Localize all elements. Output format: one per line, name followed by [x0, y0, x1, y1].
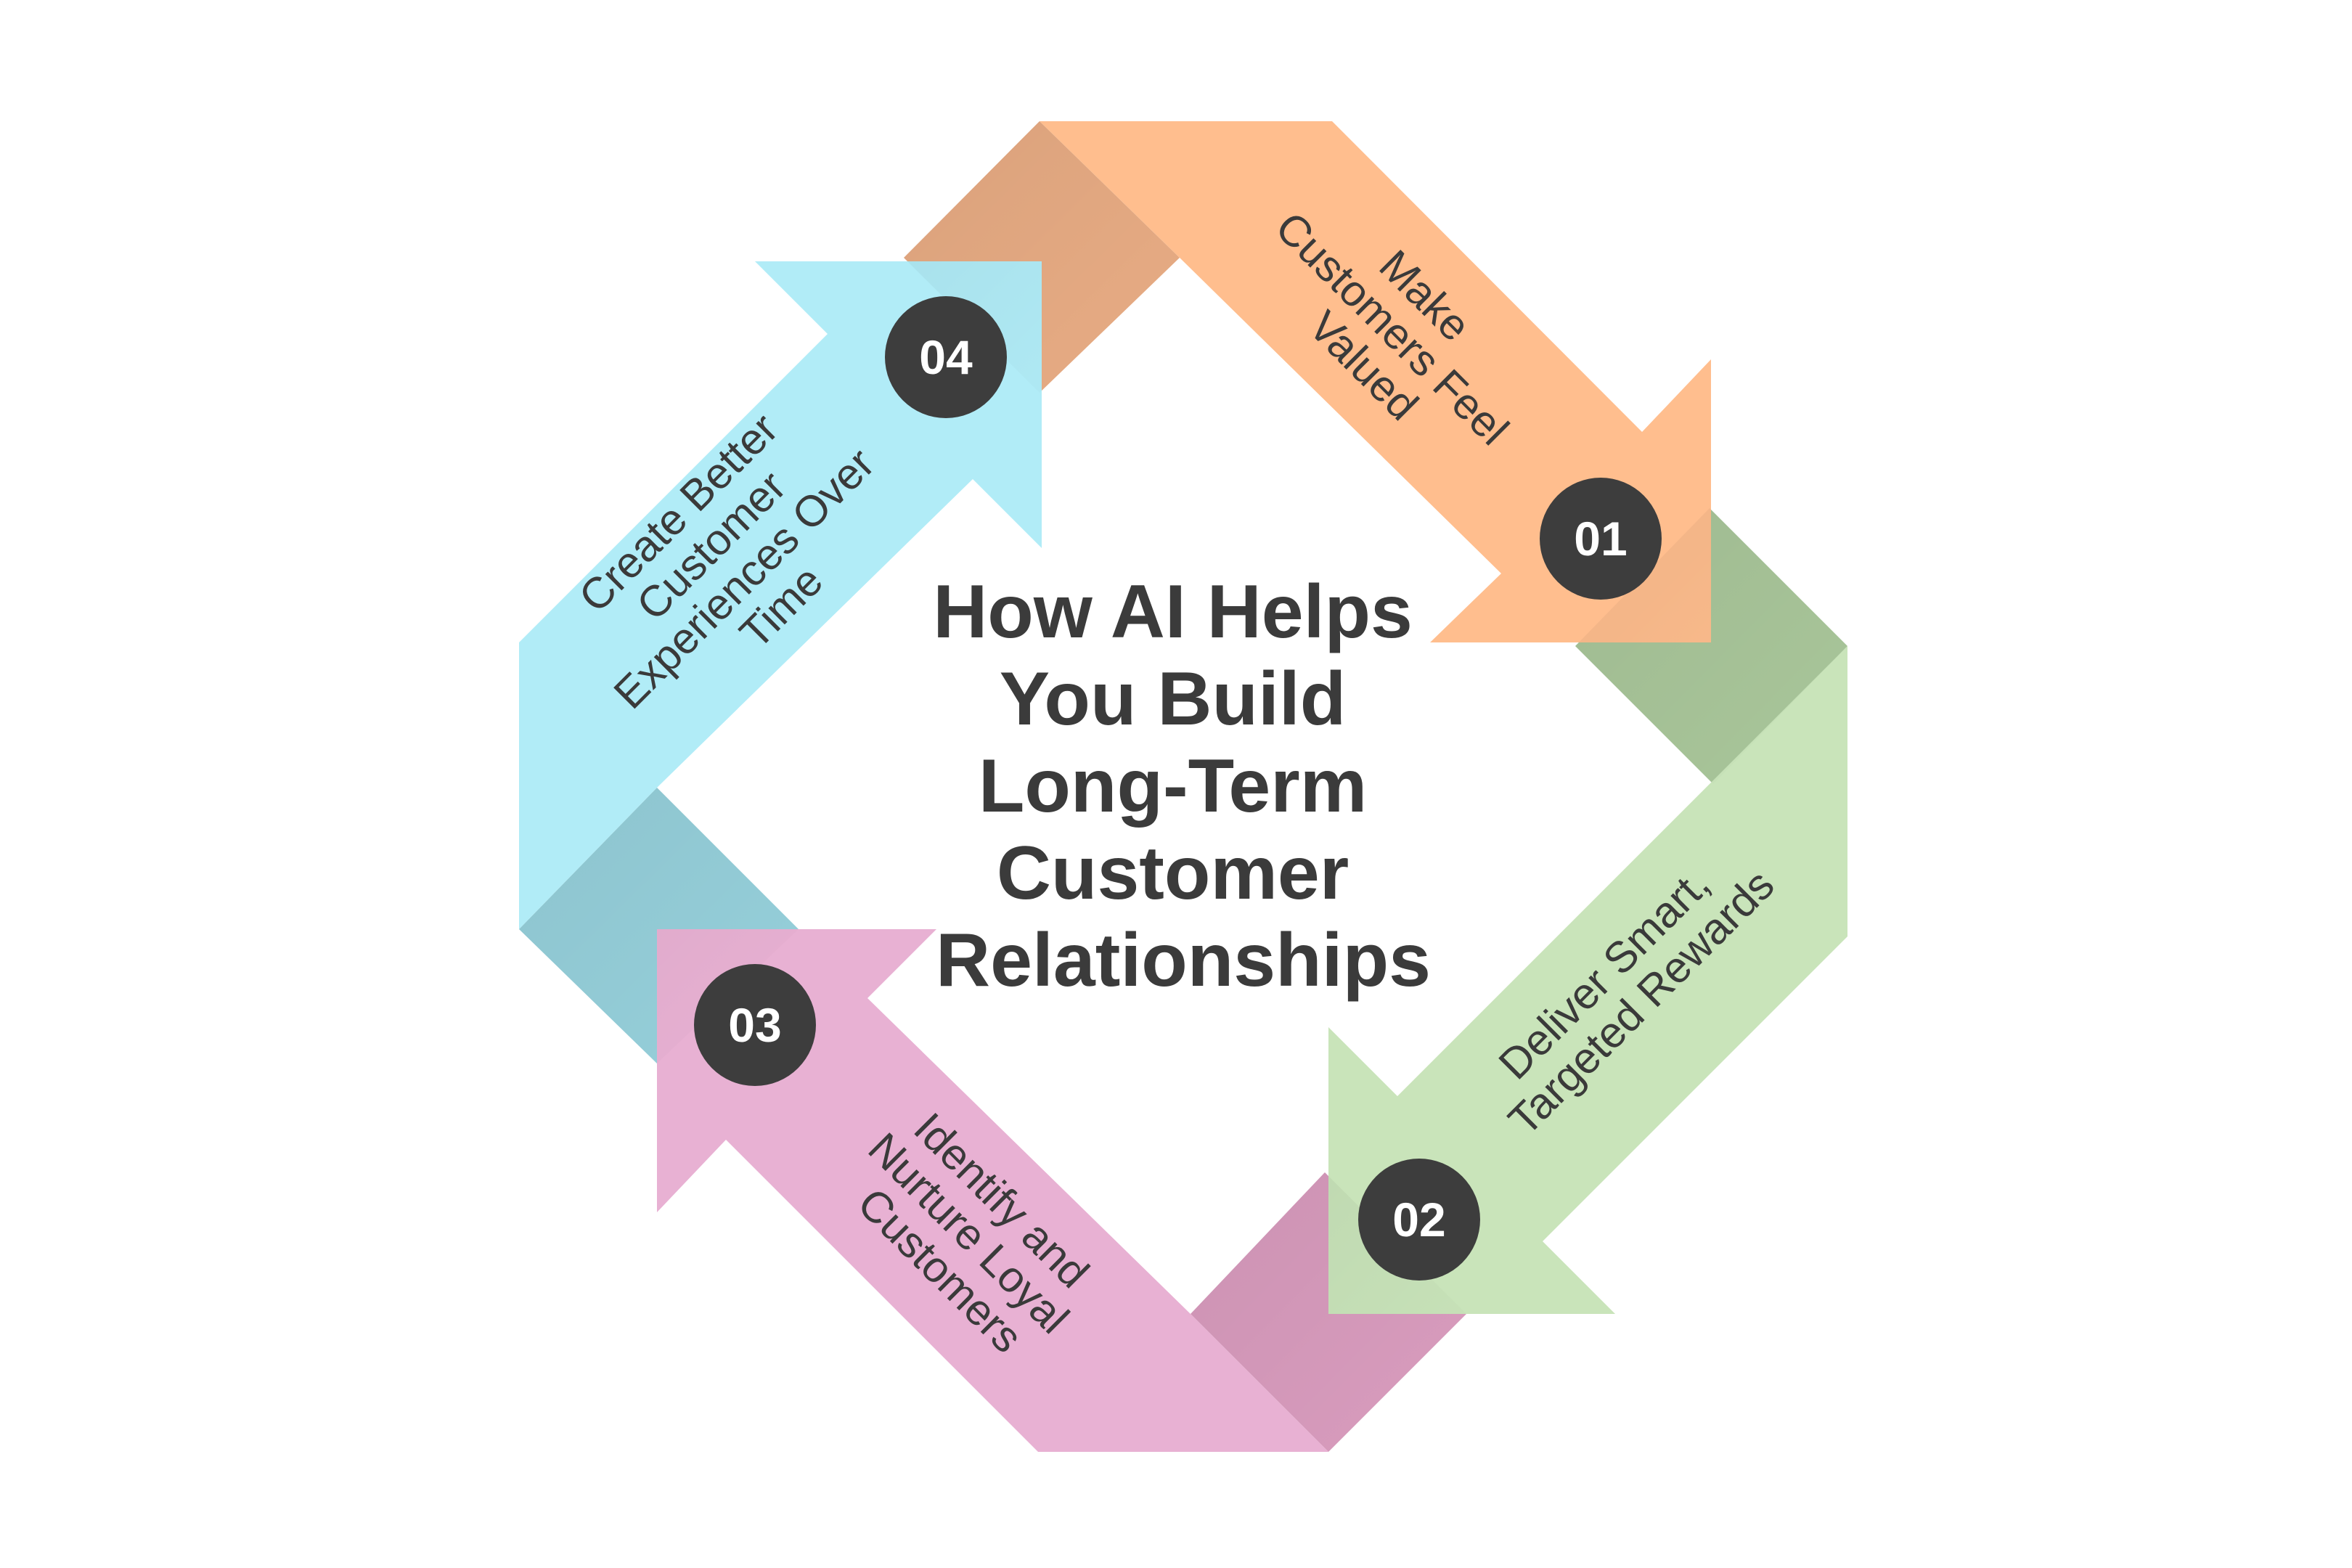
- step-03-number: 03: [728, 998, 781, 1052]
- step-04-badge: 04: [885, 296, 1007, 418]
- arrow-step-04: [519, 261, 1042, 929]
- title-line: How AI Helps: [933, 570, 1413, 654]
- step-04-number: 04: [919, 330, 973, 384]
- step-01-badge: 01: [1540, 478, 1662, 600]
- badge-circle: [885, 296, 1007, 418]
- arrow-step-03: [657, 929, 1328, 1452]
- step-02-badge: 02: [1358, 1159, 1480, 1281]
- title-line: You Build: [1000, 657, 1347, 741]
- fold-shade-pink: [1191, 1172, 1466, 1452]
- arrow-step-01: [1040, 121, 1711, 642]
- title-line: Relationships: [936, 918, 1431, 1003]
- badge-circle: [1540, 478, 1662, 600]
- badge-circle: [1358, 1159, 1480, 1281]
- diagram-title: How AI Helps You Build Long-Term Custome…: [933, 570, 1434, 1003]
- step-03-badge: 03: [694, 964, 816, 1086]
- step-01-number: 01: [1574, 512, 1627, 565]
- arrow-step-02: [1328, 646, 1847, 1314]
- badge-circle: [694, 964, 816, 1086]
- step-02-number: 02: [1392, 1193, 1445, 1246]
- title-line: Long-Term: [979, 744, 1367, 828]
- title-line: Customer: [997, 831, 1349, 915]
